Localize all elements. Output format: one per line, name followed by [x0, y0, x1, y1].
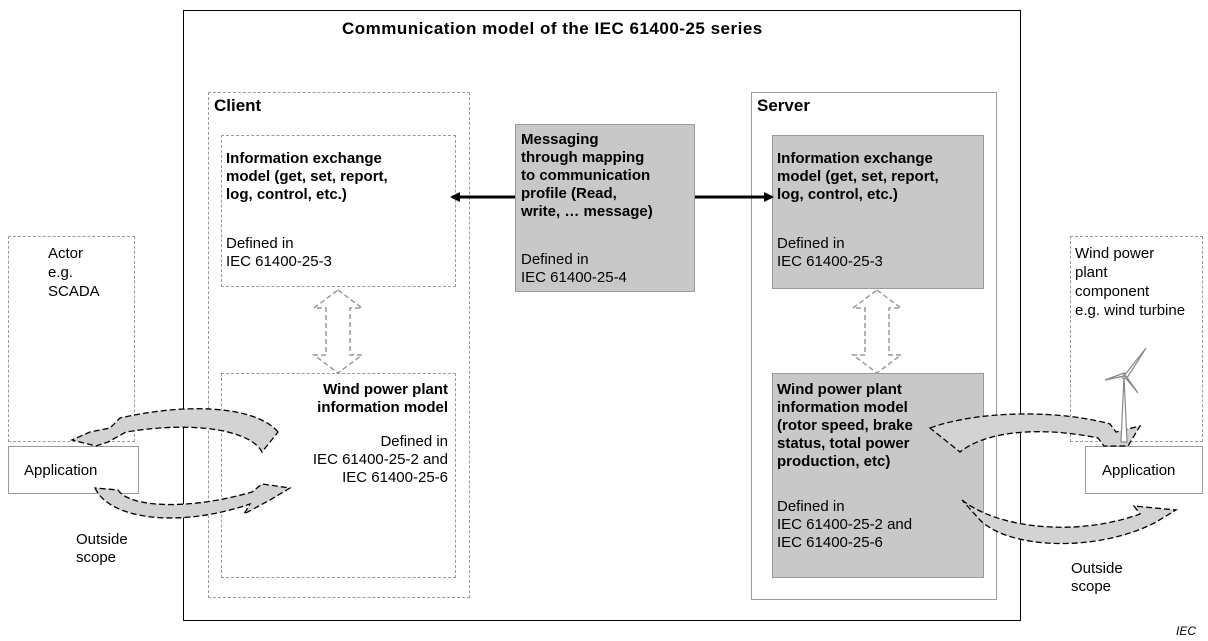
server-info-model-heading: Wind power plant information model (roto… — [777, 381, 913, 470]
client-container — [208, 92, 470, 598]
client-header: Client — [214, 96, 262, 115]
actor-label: Actor e.g. SCADA — [48, 245, 100, 300]
diagram-title: Communication model of the IEC 61400-25 … — [342, 19, 763, 38]
plant-application-box — [1085, 446, 1203, 494]
server-info-model-defined: Defined in IEC 61400-25-2 and IEC 61400-… — [777, 498, 913, 551]
messaging-defined: Defined in IEC 61400-25-4 — [521, 251, 627, 286]
server-info-model-box — [772, 373, 984, 578]
client-info-model-heading: Wind power plant information model — [317, 381, 448, 416]
server-info-exchange-box — [772, 135, 984, 289]
server-container — [751, 92, 997, 600]
server-info-exchange-defined: Defined in IEC 61400-25-3 — [777, 235, 883, 270]
actor-application-label: Application — [24, 462, 98, 479]
plant-component-label: Wind power plant component e.g. wind tur… — [1075, 245, 1186, 319]
plant-outside-scope: Outside scope — [1071, 560, 1123, 595]
messaging-box — [515, 124, 695, 292]
actor-outside-scope: Outside scope — [76, 531, 128, 566]
messaging-heading: Messaging through mapping to communicati… — [521, 131, 653, 220]
plant-application-label: Application — [1102, 462, 1176, 479]
client-info-exchange-heading: Information exchange model (get, set, re… — [226, 150, 388, 203]
server-header: Server — [757, 96, 810, 115]
communication-model-frame — [183, 10, 1021, 621]
client-info-model-defined: Defined in IEC 61400-25-2 and IEC 61400-… — [312, 433, 448, 486]
client-info-exchange-box — [221, 135, 456, 287]
iec-footer: IEC — [1176, 624, 1197, 638]
client-info-exchange-defined: Defined in IEC 61400-25-3 — [226, 235, 332, 270]
server-info-exchange-heading: Information exchange model (get, set, re… — [777, 150, 939, 203]
